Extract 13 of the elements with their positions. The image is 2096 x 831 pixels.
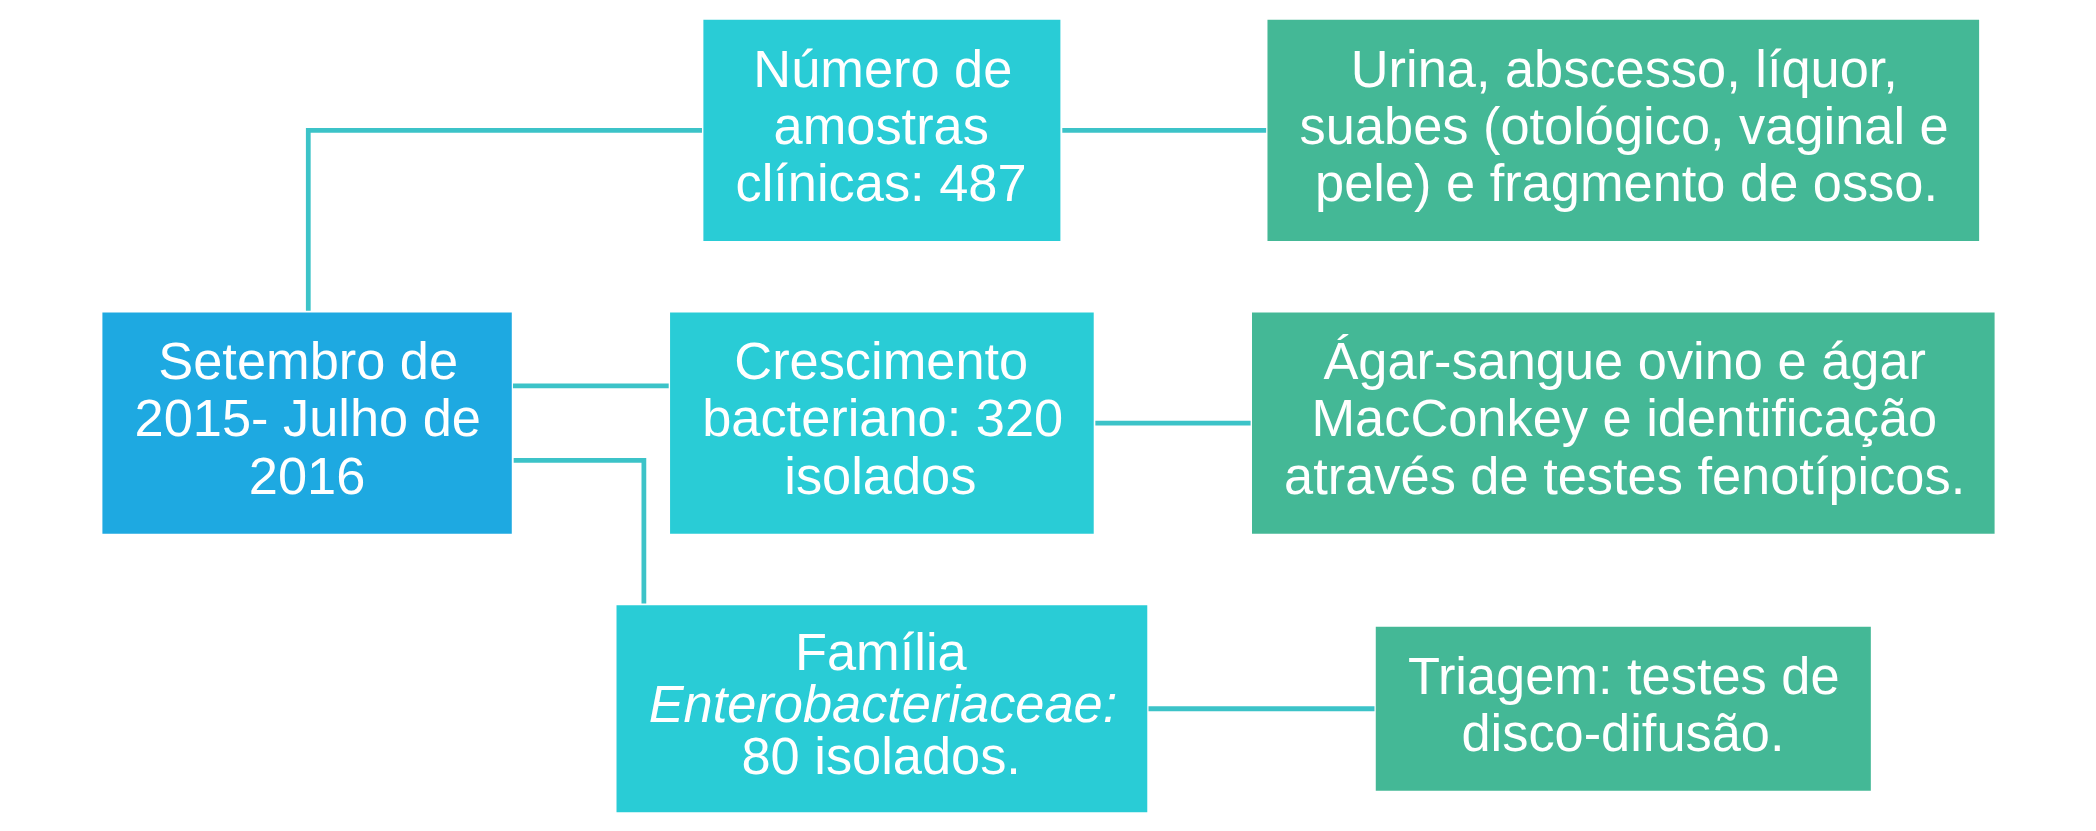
connector: [1148, 705, 1374, 711]
node-box: Família Enterobacteriaceae: 80 isolados.: [613, 602, 1150, 815]
node-box: Urina, abscesso, líquor, suabes (otológico, vaginal e pele) e fragmento de osso.: [1264, 16, 1981, 243]
node-box: Setembro de 2015- Julho de 2016: [99, 309, 514, 536]
connector: [1061, 127, 1266, 133]
connector: [512, 382, 669, 388]
connector: [513, 457, 646, 603]
connector: [1094, 420, 1251, 425]
node-box: Triagem: testes de disco-difusão.: [1372, 623, 1873, 793]
node-box: Número de amostras clínicas: 487: [700, 16, 1063, 243]
node-box: Crescimento bacteriano: 320 isolados: [667, 309, 1096, 536]
connector: [305, 127, 702, 311]
node-box: Ágar-sangue ovino e ágar MacConkey e identificação através de testes fenotípicos.: [1249, 309, 1997, 536]
